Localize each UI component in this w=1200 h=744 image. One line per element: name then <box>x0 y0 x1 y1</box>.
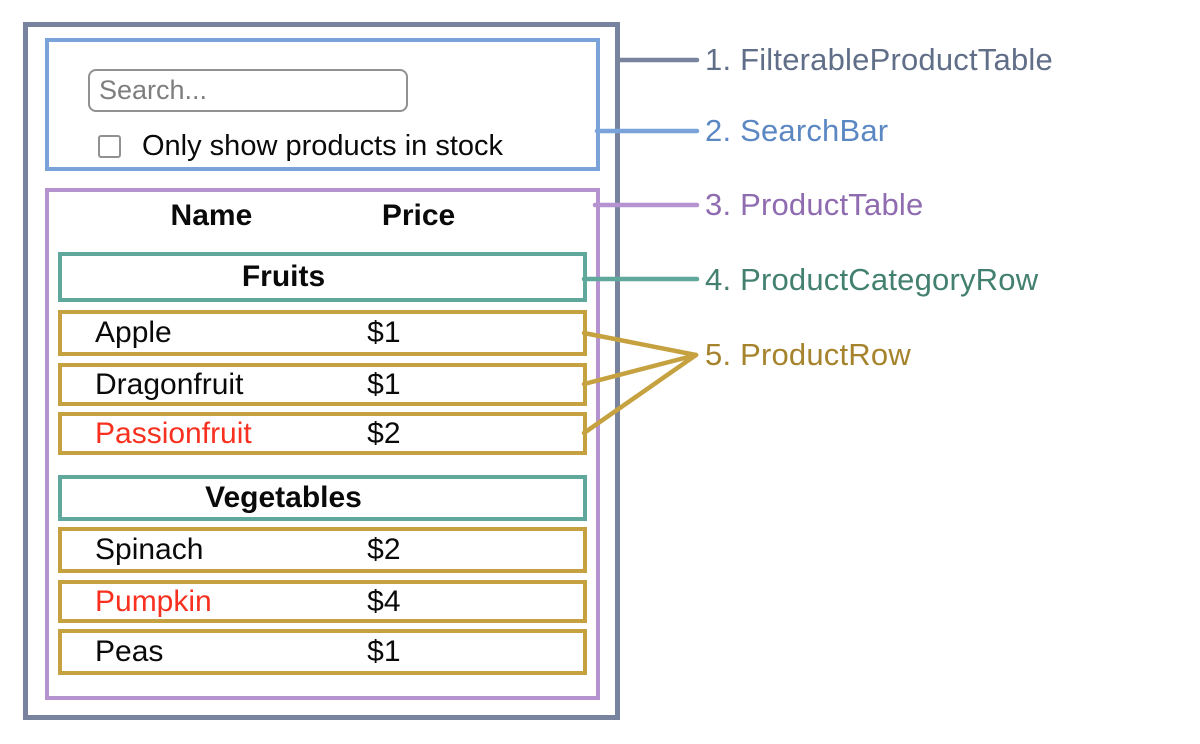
category-row-vegetables: Vegetables <box>58 475 587 521</box>
product-name: Passionfruit <box>95 416 252 450</box>
search-input[interactable] <box>88 69 408 112</box>
legend-filterable-product-table: 1. FilterableProductTable <box>705 42 1053 77</box>
legend-product-category-row: 4. ProductCategoryRow <box>705 262 1039 297</box>
name-column-header: Name <box>170 199 253 232</box>
legend-search-bar: 2. SearchBar <box>705 113 889 148</box>
product-price: $1 <box>367 367 401 401</box>
stock-filter-row[interactable]: Only show products in stock <box>98 130 503 163</box>
in-stock-checkbox-label: Only show products in stock <box>142 130 504 162</box>
legend-product-row: 5. ProductRow <box>705 337 911 372</box>
category-row-fruits: Fruits <box>58 252 587 302</box>
product-price: $4 <box>367 584 401 618</box>
product-row-passionfruit: Passionfruit $2 <box>58 412 587 455</box>
product-name: Spinach <box>95 533 204 566</box>
legend-product-table: 3. ProductTable <box>705 187 924 222</box>
product-row-pumpkin: Pumpkin $4 <box>58 580 587 623</box>
product-name: Peas <box>95 635 164 668</box>
product-row-spinach: Spinach $2 <box>58 527 587 573</box>
price-column-header: Price <box>381 199 456 232</box>
product-name: Pumpkin <box>95 584 212 618</box>
table-header-row: Name Price <box>58 196 587 236</box>
product-name: Dragonfruit <box>95 367 244 401</box>
product-table-box: Name Price Fruits Apple $1 Dragonfruit $… <box>45 188 600 700</box>
product-price: $2 <box>367 416 401 450</box>
product-row-dragonfruit: Dragonfruit $1 <box>58 363 587 406</box>
product-name: Apple <box>95 316 172 349</box>
product-row-peas: Peas $1 <box>58 629 587 675</box>
product-row-apple: Apple $1 <box>58 310 587 356</box>
filterable-product-table-box: Only show products in stock Name Price F… <box>23 22 620 720</box>
search-bar-box: Only show products in stock <box>45 38 600 171</box>
in-stock-checkbox[interactable] <box>98 135 121 158</box>
product-price: $2 <box>367 533 401 566</box>
product-price: $1 <box>367 635 401 668</box>
product-price: $1 <box>367 316 401 349</box>
